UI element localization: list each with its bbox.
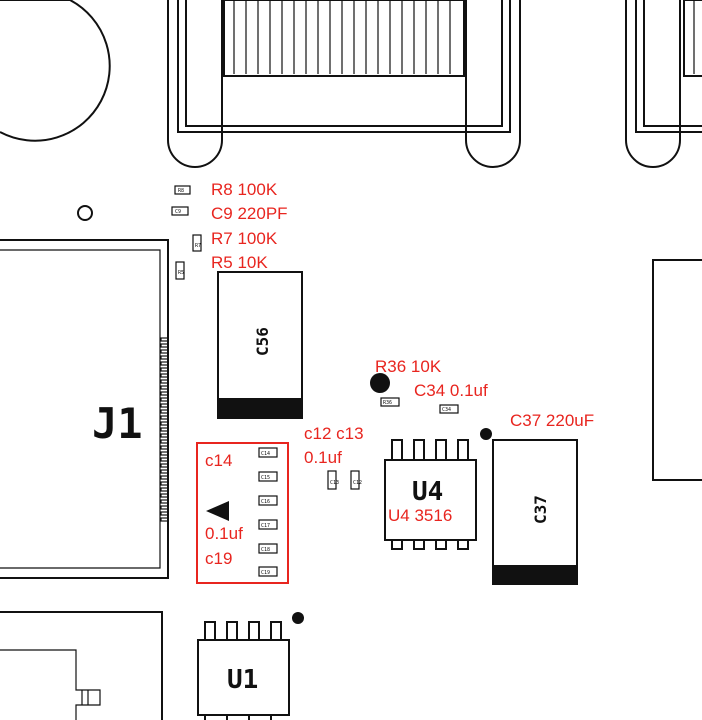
j1-pin xyxy=(160,499,169,504)
j1-pin xyxy=(160,337,169,342)
annotation-c14: c14 xyxy=(205,451,232,470)
j1-pin xyxy=(160,385,169,390)
r5-tiny-label: R5 xyxy=(178,270,184,276)
j1-pin xyxy=(160,361,169,366)
top-right-connector xyxy=(625,0,702,168)
j1-pin xyxy=(160,469,169,474)
via-hole xyxy=(77,205,93,221)
j1-pin xyxy=(160,409,169,414)
r8-tiny-label: R8 xyxy=(178,188,184,194)
annotation-r8: R8 100K xyxy=(211,180,278,199)
j1-pin xyxy=(160,493,169,498)
u4-label: U4 xyxy=(412,477,443,507)
j1-pin xyxy=(160,451,169,456)
c19-tiny-label: C19 xyxy=(261,570,270,576)
j1-pin xyxy=(160,463,169,468)
j1-pin xyxy=(160,421,169,426)
annotations: R8 100K C9 220PF R7 100K R5 10K R36 10K … xyxy=(205,180,594,568)
j1-pin xyxy=(160,517,169,522)
j1-pin xyxy=(160,343,169,348)
j1-pin xyxy=(160,457,169,462)
j1-pin xyxy=(160,391,169,396)
mounting-hole-outline xyxy=(0,0,111,142)
annotation-group-value: 0.1uf xyxy=(205,524,243,543)
j1-pin xyxy=(160,439,169,444)
c34-tiny-label: C34 xyxy=(442,407,451,413)
c9-tiny-label: C9 xyxy=(175,209,181,215)
annotation-c34: C34 0.1uf xyxy=(414,381,488,400)
annotation-c19: c19 xyxy=(205,549,232,568)
u1-chip: U1 xyxy=(197,612,304,720)
annotation-c9: C9 220PF xyxy=(211,204,288,223)
j1-connector: J1 xyxy=(0,239,169,579)
annotation-u4: U4 3516 xyxy=(388,506,452,525)
c56-capacitor: C56 xyxy=(217,271,303,419)
c56-label: C56 xyxy=(253,327,272,356)
u1-label: U1 xyxy=(227,665,258,695)
r7-tiny-label: R7 xyxy=(195,243,201,249)
j1-pin xyxy=(160,475,169,480)
annotation-r5: R5 10K xyxy=(211,253,268,272)
j1-pin xyxy=(160,445,169,450)
j1-pin xyxy=(160,427,169,432)
c37-capacitor: C37 xyxy=(492,439,578,585)
j1-pin xyxy=(160,367,169,372)
c17-tiny-label: C17 xyxy=(261,523,270,529)
j1-label: J1 xyxy=(92,399,143,448)
c15-tiny-label: C15 xyxy=(261,475,270,481)
right-edge-component xyxy=(652,259,702,481)
annotation-r36: R36 10K xyxy=(375,357,442,376)
c13-tiny-label: C13 xyxy=(330,480,339,486)
c12-tiny-label: C12 xyxy=(353,480,362,486)
j1-pin xyxy=(160,481,169,486)
c37-label: C37 xyxy=(531,495,550,524)
c18-tiny-label: C18 xyxy=(261,547,270,553)
j1-pin xyxy=(160,433,169,438)
j1-pin xyxy=(160,355,169,360)
j1-pin xyxy=(160,487,169,492)
j1-pin xyxy=(160,349,169,354)
j1-pin xyxy=(160,511,169,516)
c16-tiny-label: C16 xyxy=(261,499,270,505)
annotation-c12-c13: c12 c13 xyxy=(304,424,364,443)
j1-pin xyxy=(160,415,169,420)
c12-c13-parts: C13 C12 xyxy=(327,470,362,490)
r36-c34-parts: R36 C34 xyxy=(370,373,459,414)
capacitor-group-c14-c19: C14 C15 C16 C17 C18 C19 xyxy=(196,442,289,584)
j1-pin xyxy=(160,373,169,378)
annotation-r7: R7 100K xyxy=(211,229,278,248)
j1-pin xyxy=(160,505,169,510)
small-parts-r8-c9: R8 C9 R7 R5 xyxy=(171,185,202,280)
c14-tiny-label: C14 xyxy=(261,451,270,457)
j1-pin xyxy=(160,397,169,402)
annotation-c37: C37 220uF xyxy=(510,411,594,430)
j1-pin xyxy=(160,379,169,384)
j1-pin xyxy=(160,403,169,408)
r36-tiny-label: R36 xyxy=(383,400,392,406)
bottom-left-connector xyxy=(0,611,163,720)
top-connector xyxy=(167,0,521,168)
u4-chip: U4 xyxy=(384,428,492,550)
annotation-c12-c13-value: 0.1uf xyxy=(304,448,342,467)
